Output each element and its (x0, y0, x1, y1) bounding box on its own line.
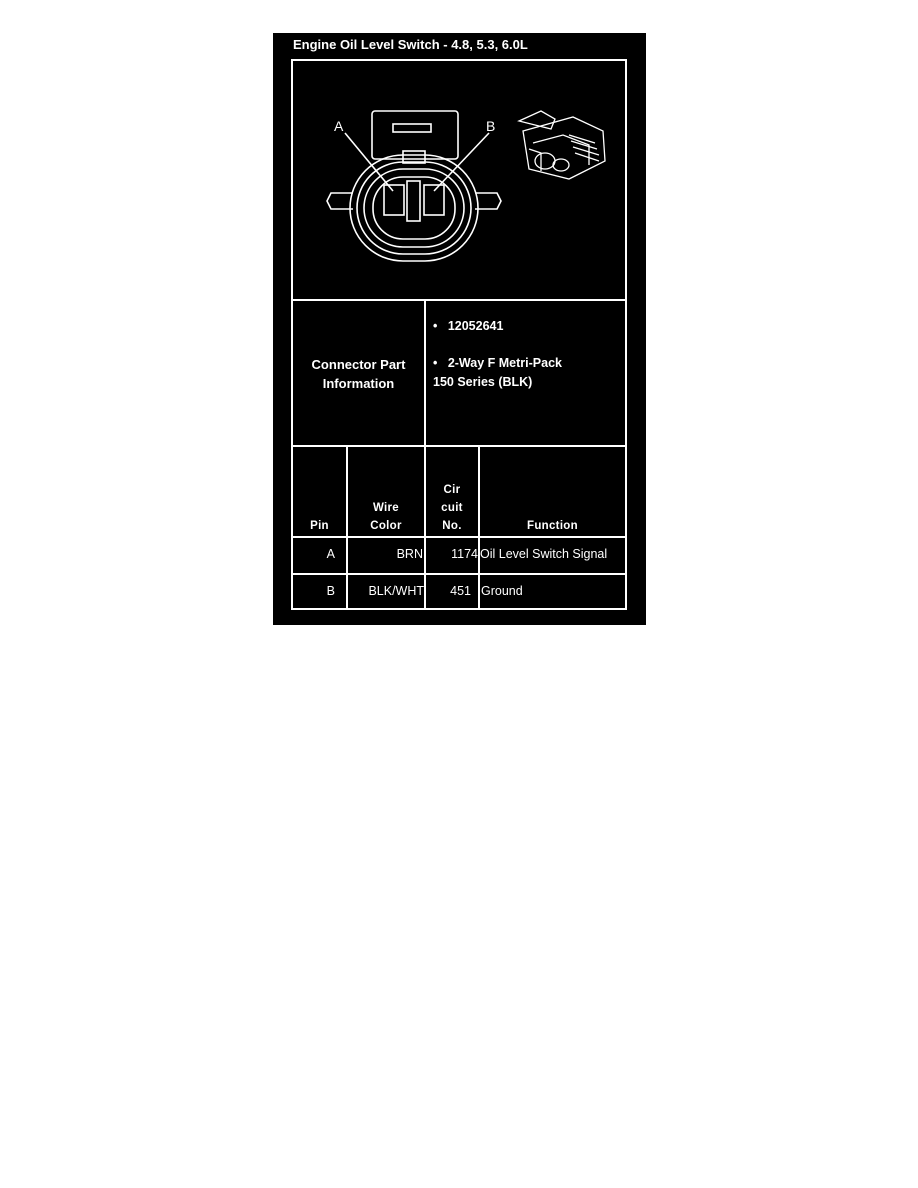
header-pin: Pin (310, 520, 329, 532)
header-function: Function (527, 520, 578, 532)
diagram-title: Engine Oil Level Switch - 4.8, 5.3, 6.0L (293, 37, 528, 52)
connector-info-table: A B Connector Part (291, 59, 627, 610)
connector-part-info-values: • 12052641 • 2-Way F Metri-Pack 150 Seri… (433, 317, 562, 392)
connector-3d-illustration (517, 110, 606, 180)
connector-series: 150 Series (BLK) (433, 375, 533, 389)
row-a-circuit: 1174 (451, 547, 478, 561)
pin-a-callout: A (334, 118, 344, 134)
row-a-pin: A (326, 547, 335, 561)
row-b-circuit: 451 (450, 584, 471, 598)
header-circuit-no: Cir cuit No. (441, 484, 463, 532)
row-a-function: Oil Level Switch Signal (480, 547, 608, 561)
part-number: • 12052641 (433, 319, 504, 333)
connector-part-info-label: Connector Part Information (311, 357, 406, 391)
connector-end-view-panel: Engine Oil Level Switch - 4.8, 5.3, 6.0L (273, 33, 646, 625)
row-b-function: Ground (481, 584, 523, 598)
pin-b-callout: B (486, 118, 495, 134)
row-b-wire-color: BLK/WHT (368, 584, 424, 598)
connector-face-drawing: A B (326, 110, 606, 262)
connector-type: • 2-Way F Metri-Pack (433, 356, 562, 370)
row-b-pin: B (326, 584, 335, 598)
header-wire-color: Wire Color (370, 502, 402, 532)
row-a-wire-color: BRN (396, 547, 423, 561)
